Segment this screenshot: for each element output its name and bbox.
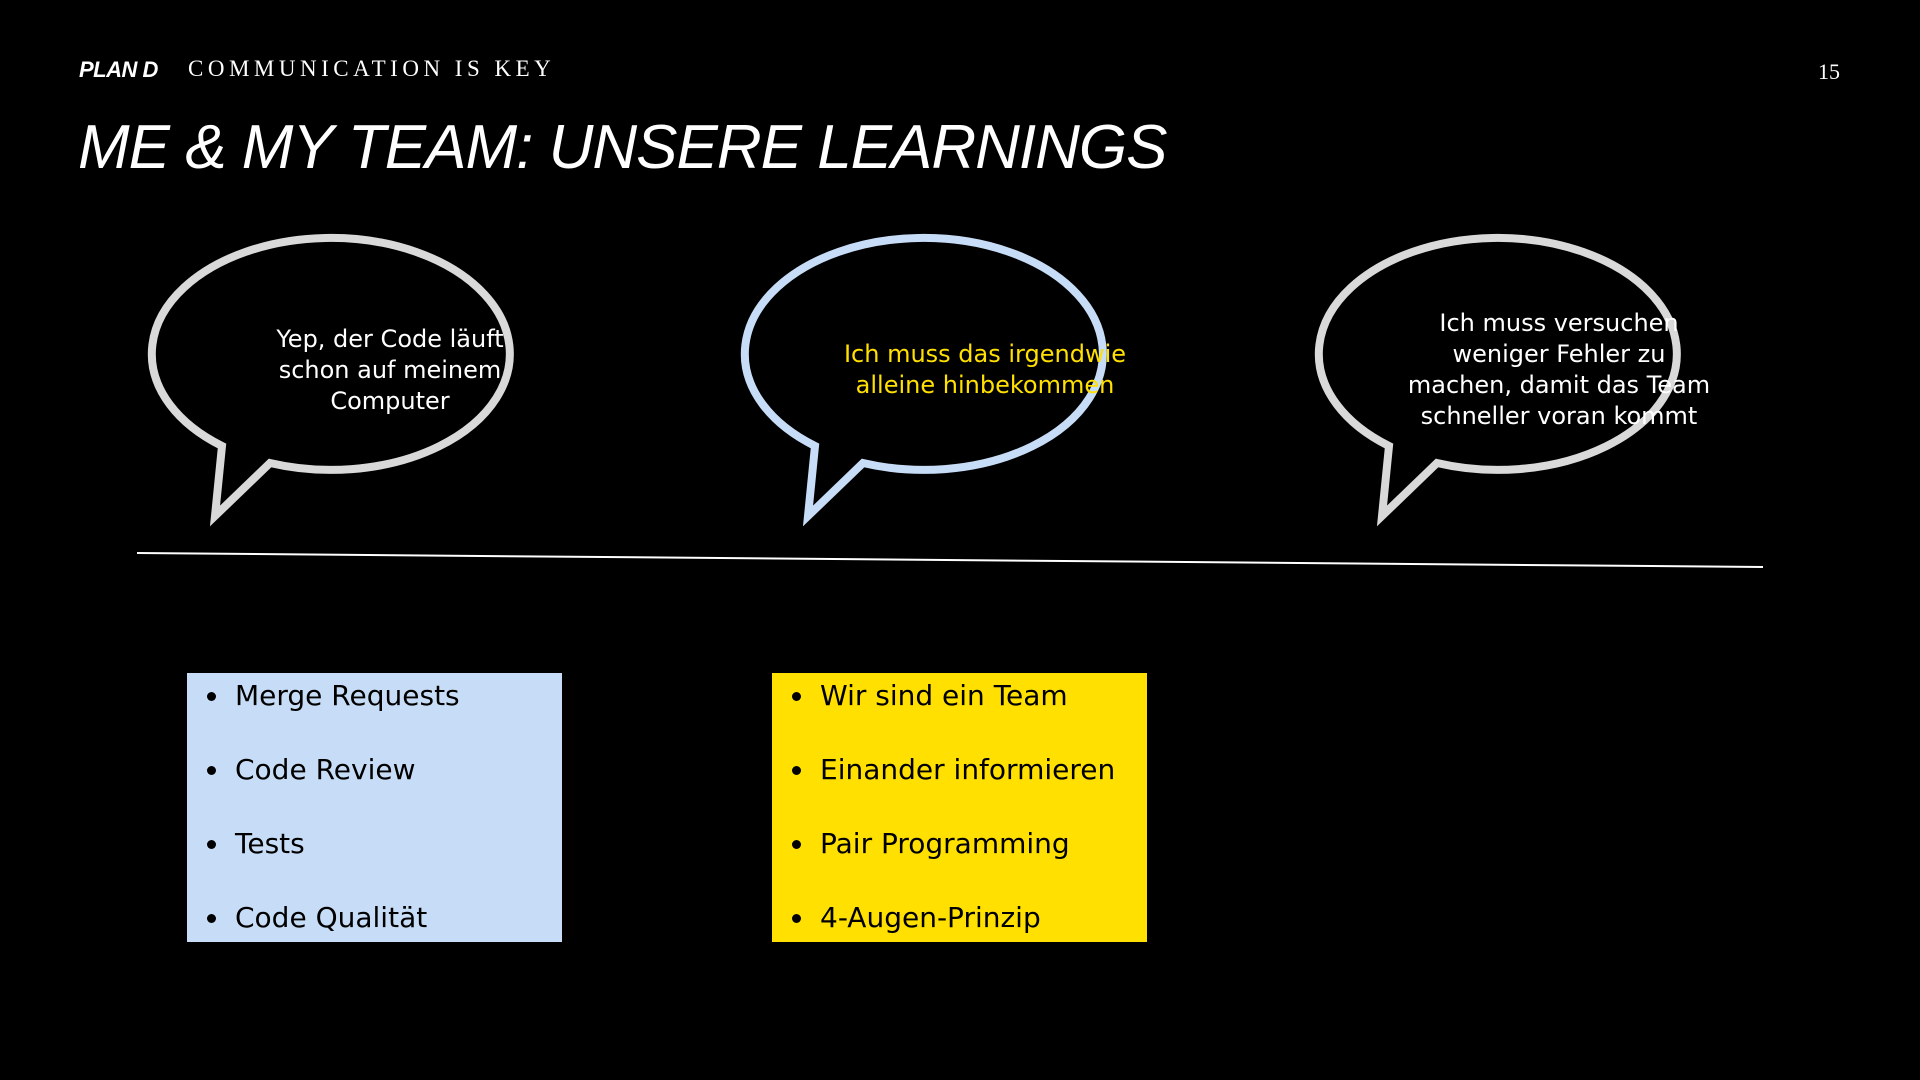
bullet-icon	[207, 766, 216, 775]
list-item: Wir sind ein Team	[772, 673, 1147, 747]
page-number: 15	[1818, 59, 1840, 84]
speech-bubble-3	[1314, 233, 1681, 527]
divider-line	[136, 552, 1764, 568]
section-title: COMMUNICATION IS KEY	[188, 56, 556, 81]
learnings-list-blue: Merge Requests Code Review Tests Code Qu…	[187, 673, 562, 942]
bullet-icon	[207, 692, 216, 701]
bullet-icon	[792, 692, 801, 701]
list-item: Merge Requests	[187, 673, 562, 747]
speech-bubble-1	[147, 233, 514, 527]
bubble-text-1: Yep, der Code läuft schon auf meinem Com…	[276, 324, 504, 415]
list-item: Einander informieren	[772, 747, 1147, 821]
list-item: Tests	[187, 821, 562, 895]
bullet-icon	[792, 840, 801, 849]
learnings-list-yellow: Wir sind ein Team Einander informieren P…	[772, 673, 1147, 942]
brand-logo: PLAN D	[79, 57, 158, 82]
bullet-icon	[792, 766, 801, 775]
bubble-text-2: Ich muss das irgendwie alleine hinbekomm…	[843, 340, 1127, 399]
bullet-icon	[207, 914, 216, 923]
speech-bubble-2	[740, 233, 1107, 527]
bubble-text-3: Ich muss versuchen weniger Fehler zu mac…	[1407, 309, 1711, 430]
list-item: Code Review	[187, 747, 562, 821]
list-item: Code Qualität	[187, 895, 562, 969]
bullet-icon	[207, 840, 216, 849]
slide-title: ME & MY TEAM: UNSERE LEARNINGS	[78, 113, 1168, 182]
list-item: Pair Programming	[772, 821, 1147, 895]
list-item: 4-Augen-Prinzip	[772, 895, 1147, 969]
bullet-icon	[792, 914, 801, 923]
